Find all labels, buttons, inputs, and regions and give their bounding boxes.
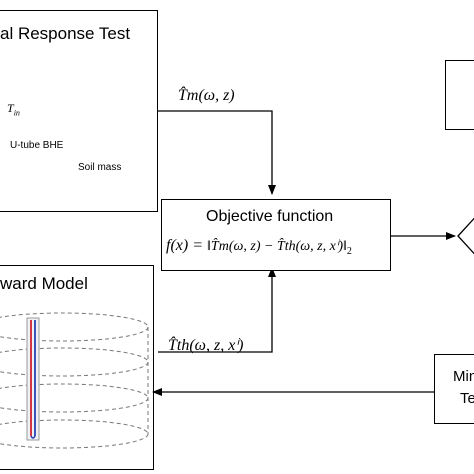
trt-title: al Response Test <box>0 24 131 43</box>
label-tin: Tin <box>7 101 20 117</box>
forward-illustration <box>0 312 149 449</box>
right-top-box <box>445 60 474 130</box>
formula-lhs: f(x) = <box>166 237 203 254</box>
objective-formula: f(x) = ‖T̂m(ω, z) − T̂th(ω, z, xⁱ)‖2 <box>166 237 352 257</box>
objective-function-box <box>161 199 391 271</box>
label-tin-sub: in <box>13 108 20 118</box>
edge-tm-to-objective <box>158 110 276 195</box>
minimizer-label-line2: Te <box>460 390 474 407</box>
bhe-casing <box>26 317 40 441</box>
formula-norm-subscript: 2 <box>346 246 352 258</box>
decision-diamond <box>457 217 474 255</box>
bhe-ubend <box>30 435 36 439</box>
forward-model-title: ward Model <box>0 274 88 293</box>
edge-tth-to-objective <box>158 267 276 353</box>
label-tin-symbol: T <box>7 101 14 115</box>
label-utube: U-tube BHE <box>10 140 64 151</box>
edge-label-tm: T̂m(ω, z) <box>178 87 235 104</box>
objective-function-title: Objective function <box>206 208 334 225</box>
trt-box <box>0 10 158 212</box>
formula-rhs: ‖T̂m(ω, z) − T̂th(ω, z, xⁱ)‖ <box>207 239 347 254</box>
minimizer-box <box>434 354 474 424</box>
edge-label-tth: T̂th(ω, z, xⁱ) <box>168 337 244 354</box>
minimizer-label-line1: Min <box>453 368 474 385</box>
forward-model-box <box>0 265 154 470</box>
label-soil-mass: Soil mass <box>78 162 122 173</box>
